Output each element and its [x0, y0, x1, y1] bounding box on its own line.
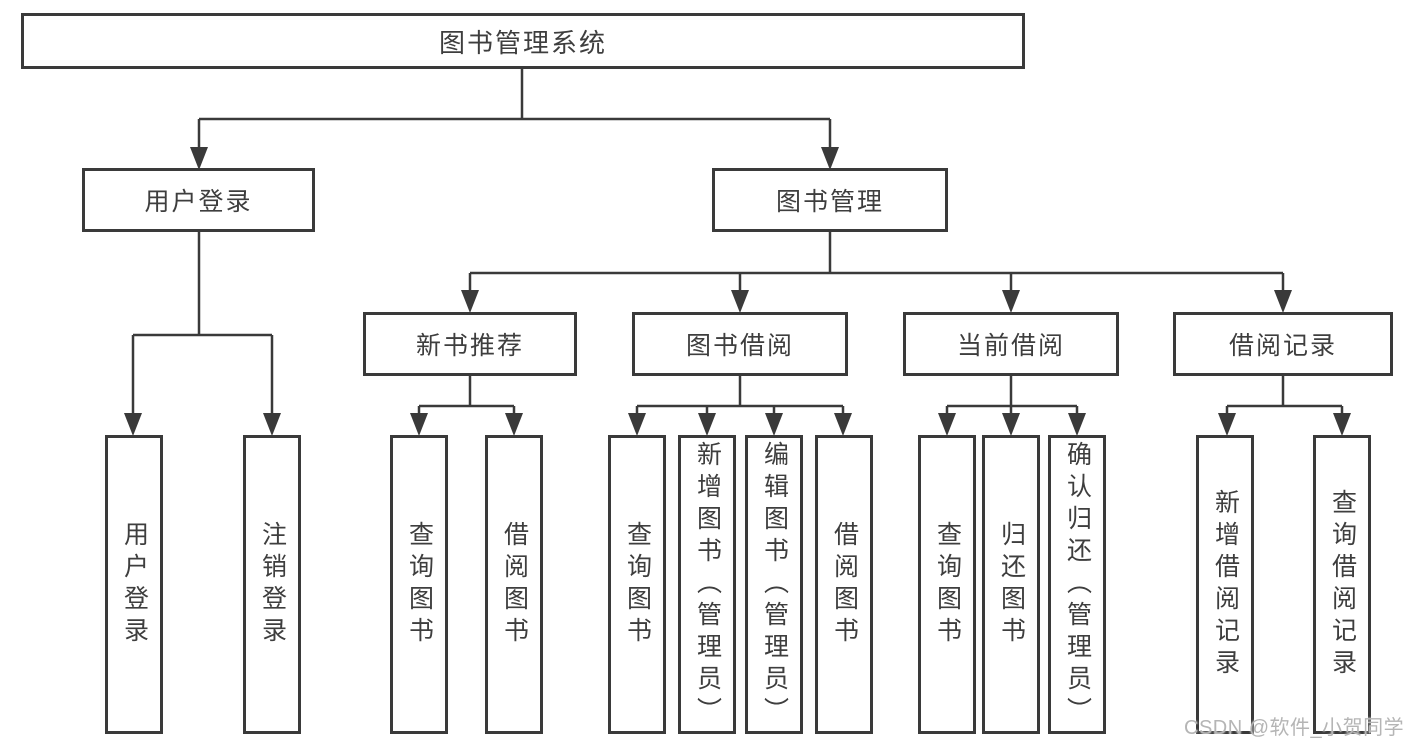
node-root-system: 图书管理系统 [21, 13, 1025, 69]
arrowhead [1002, 290, 1020, 313]
arrowhead [938, 413, 956, 436]
node-current-borrowing: 当前借阅 [903, 312, 1119, 376]
arrowhead [731, 290, 749, 313]
leaf-borrow-books: 借阅图书 [815, 435, 873, 734]
node-label: 用户登录 [120, 520, 149, 649]
node-user-login: 用户登录 [82, 168, 315, 232]
leaf-borrow-books-recommend: 借阅图书 [485, 435, 543, 734]
node-label: 当前借阅 [956, 332, 1065, 360]
arrowhead [410, 413, 428, 436]
connector-book-borrow-to-leaves [628, 376, 852, 436]
arrowhead [1002, 413, 1020, 436]
node-label: 图书借阅 [685, 332, 794, 360]
node-label: 图书管理系统 [438, 27, 607, 58]
node-label: 借阅记录 [1228, 332, 1337, 360]
node-borrowing-records: 借阅记录 [1173, 312, 1393, 376]
node-label: 确认归还（管理员） [1063, 440, 1092, 729]
node-book-borrowing: 图书借阅 [632, 312, 848, 376]
leaf-return-books: 归还图书 [982, 435, 1040, 734]
leaf-confirm-return-admin: 确认归还（管理员） [1048, 435, 1106, 734]
arrowhead [834, 413, 852, 436]
arrowhead [628, 413, 646, 436]
arrowhead [765, 413, 783, 436]
node-label: 注销登录 [258, 520, 287, 649]
node-label: 图书管理 [775, 188, 884, 216]
node-label: 编辑图书（管理员） [760, 440, 789, 729]
node-label: 查询图书 [623, 520, 652, 649]
node-new-book-recommend: 新书推荐 [363, 312, 577, 376]
node-label: 新增借阅记录 [1211, 488, 1240, 681]
leaf-add-books-admin: 新增图书（管理员） [678, 435, 736, 734]
leaf-query-books-recommend: 查询图书 [390, 435, 448, 734]
arrowhead [1333, 413, 1351, 436]
arrowhead [190, 147, 208, 170]
csdn-watermark: CSDN @软件_小贺同学 [1184, 717, 1405, 739]
node-label: 借阅图书 [500, 520, 529, 649]
arrowhead [1218, 413, 1236, 436]
leaf-edit-books-admin: 编辑图书（管理员） [745, 435, 803, 734]
leaf-query-books-borrowing: 查询图书 [608, 435, 666, 734]
arrowhead [1068, 413, 1086, 436]
leaf-add-borrow-record: 新增借阅记录 [1196, 435, 1254, 734]
node-label: 新书推荐 [415, 332, 524, 360]
connector-current-borrow-to-leaves [938, 376, 1086, 436]
connector-user-login-to-leaves [124, 232, 281, 436]
arrowhead [821, 147, 839, 170]
arrowhead [124, 413, 142, 436]
connector-root-to-level2 [190, 69, 839, 170]
arrowhead [461, 290, 479, 313]
connector-new-book-to-leaves [410, 376, 523, 436]
node-book-management: 图书管理 [712, 168, 948, 232]
node-label: 查询借阅记录 [1328, 488, 1357, 681]
connector-book-management-to-level3 [461, 232, 1292, 313]
arrowhead [263, 413, 281, 436]
node-label: 新增图书（管理员） [693, 440, 722, 729]
leaf-user-login: 用户登录 [105, 435, 163, 734]
leaf-query-borrow-record: 查询借阅记录 [1313, 435, 1371, 734]
arrowhead [698, 413, 716, 436]
node-label: 查询图书 [405, 520, 434, 649]
node-label: 借阅图书 [830, 520, 859, 649]
leaf-query-books-current: 查询图书 [918, 435, 976, 734]
node-label: 归还图书 [997, 520, 1026, 649]
arrowhead [1274, 290, 1292, 313]
connector-borrow-records-to-leaves [1218, 376, 1351, 436]
node-label: 查询图书 [933, 520, 962, 649]
arrowhead [505, 413, 523, 436]
node-label: 用户登录 [144, 188, 253, 216]
leaf-logout: 注销登录 [243, 435, 301, 734]
